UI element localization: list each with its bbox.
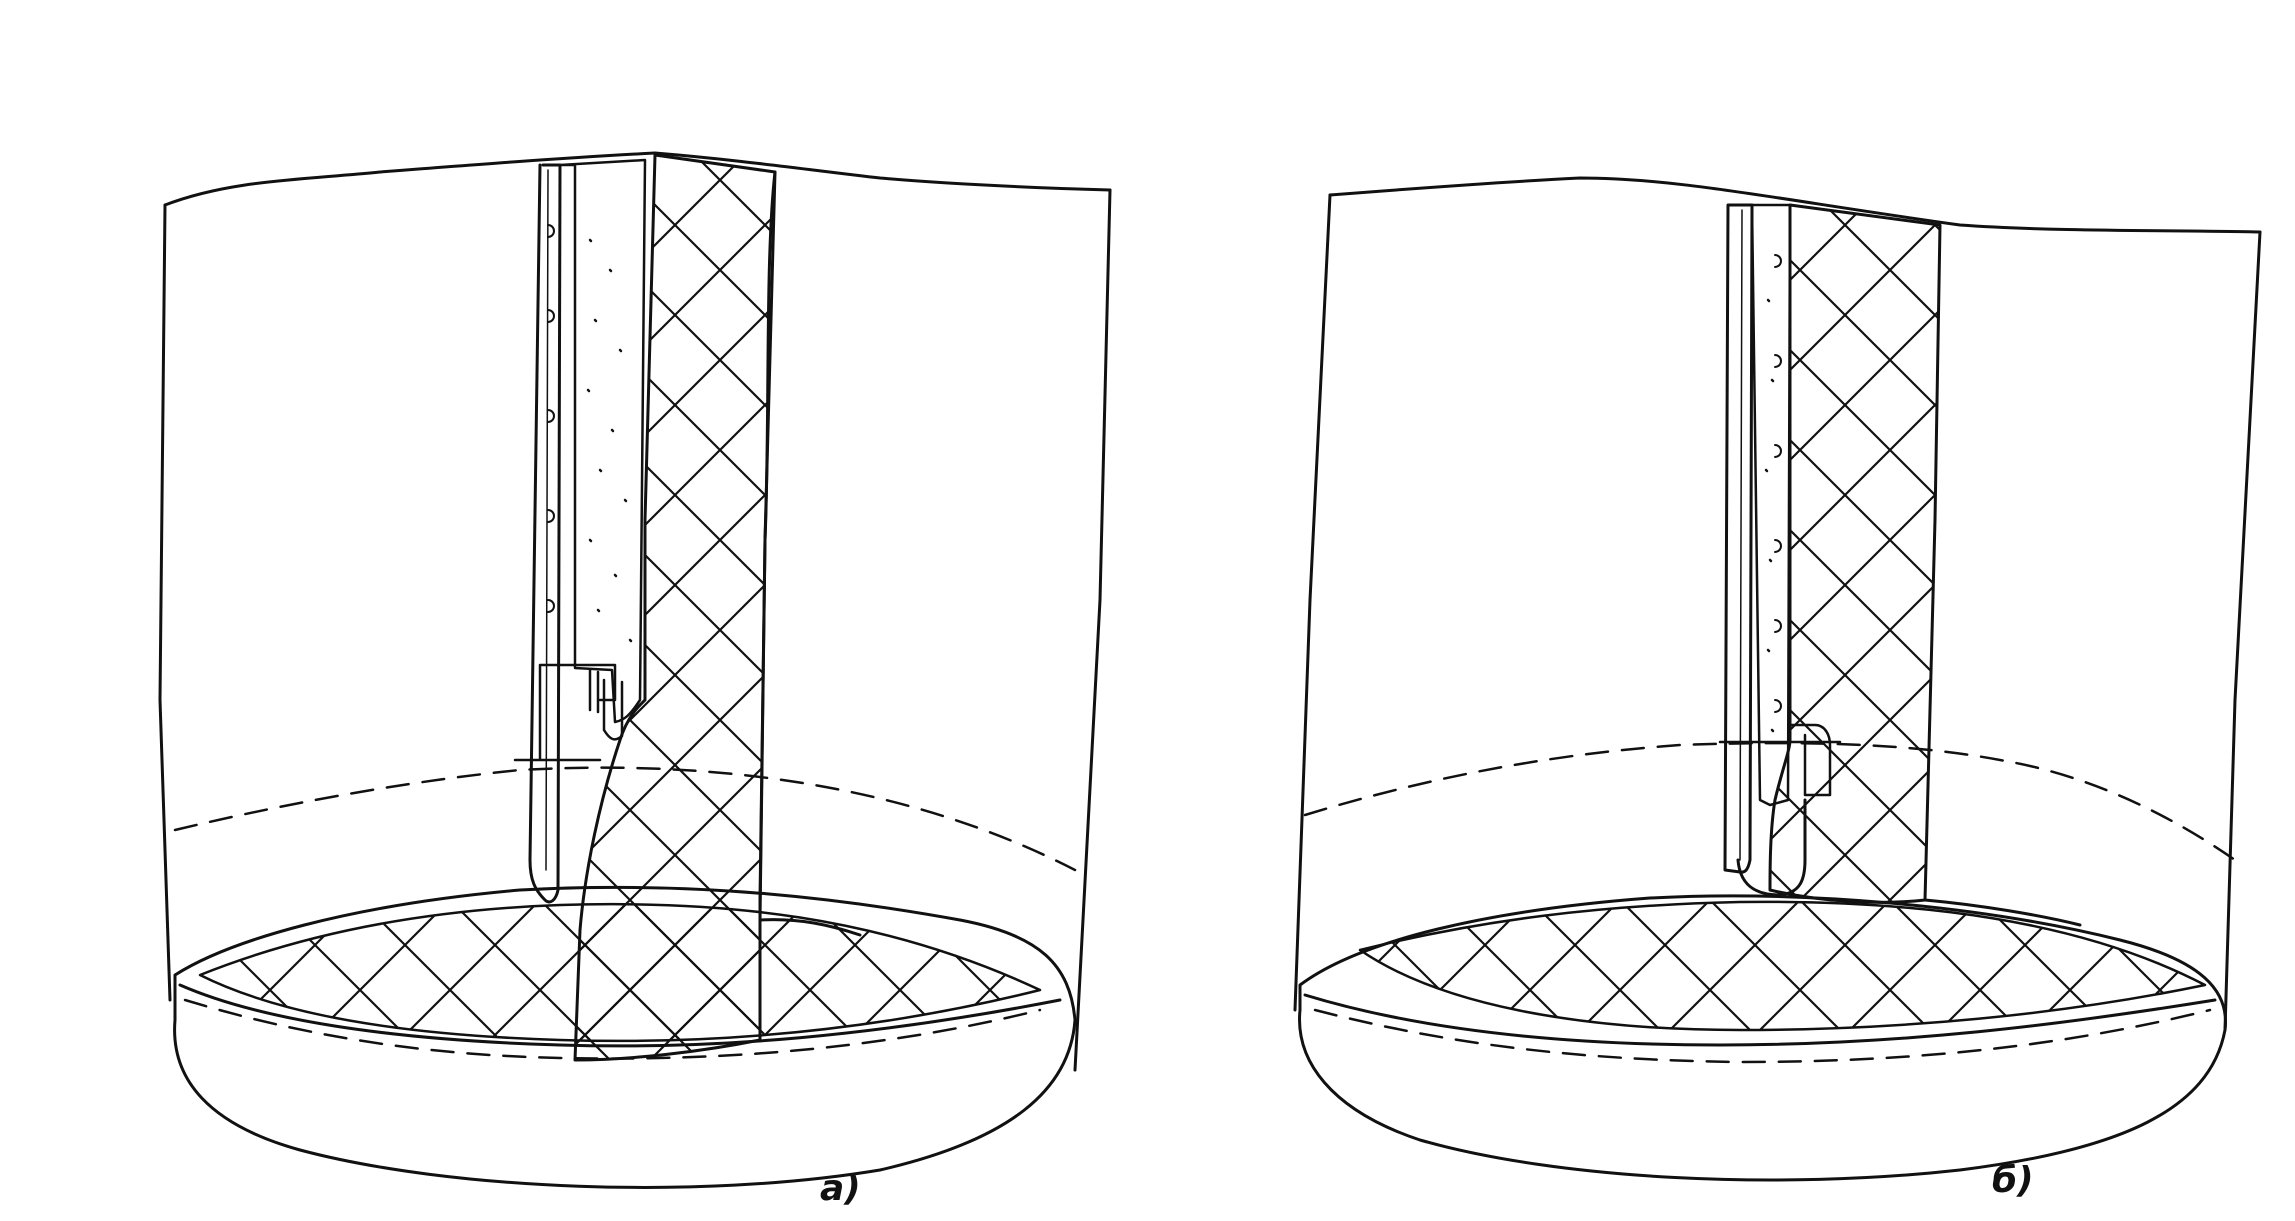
cylinder-a-top-edge bbox=[163, 151, 1112, 207]
cylinder-b-left-side bbox=[1293, 193, 1332, 1012]
dashed-line-b-lower bbox=[1313, 1008, 2212, 1064]
figure-b-label: б) bbox=[1992, 1160, 2034, 1201]
dashed-line-a-lower bbox=[183, 998, 1042, 1060]
bottom-lining-b bbox=[1358, 900, 2207, 1032]
interlining-strip-b bbox=[1750, 203, 1792, 807]
figure-a bbox=[158, 151, 1112, 1189]
cylinder-a-bottom-rim bbox=[173, 885, 1077, 1189]
fold-facing-b bbox=[1723, 203, 1754, 874]
cylinder-b-bottom-rim bbox=[1298, 894, 2228, 1182]
figure-b bbox=[1293, 176, 2262, 1182]
hatched-panel-b bbox=[1768, 203, 1942, 904]
dashed-line-a-upper bbox=[173, 766, 1077, 872]
loop-detail-a bbox=[513, 663, 617, 762]
cylinder-b-top-edge bbox=[1328, 176, 2262, 234]
cylinder-b-right-side bbox=[2223, 230, 2262, 1032]
cylinder-a-left-side bbox=[158, 203, 172, 1002]
loop-detail-b bbox=[1718, 723, 1842, 797]
hatched-panel-a bbox=[573, 153, 777, 1062]
fold-facing-a bbox=[528, 163, 562, 904]
figure-a-label: а) bbox=[820, 1168, 861, 1209]
cylinder-a-right-side bbox=[1073, 188, 1112, 1072]
interlining-strip-a bbox=[558, 158, 647, 724]
